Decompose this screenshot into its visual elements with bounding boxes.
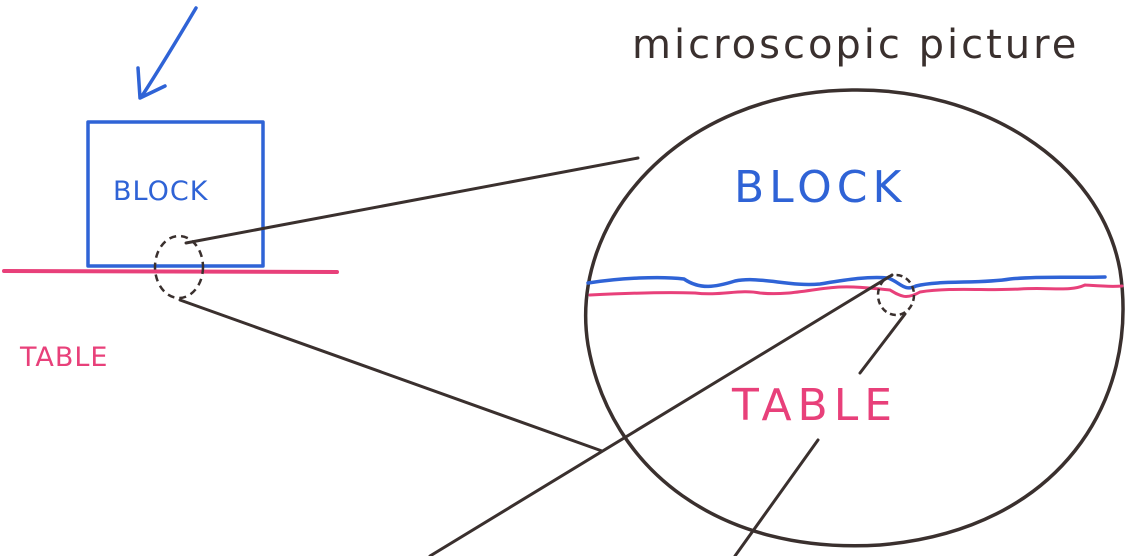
micro-contact-circle bbox=[876, 273, 916, 317]
block-small-rect bbox=[86, 120, 265, 268]
table-surface-line bbox=[2, 269, 339, 274]
table-large-label: TABLE bbox=[731, 380, 898, 431]
block-rough-surface bbox=[586, 275, 1107, 290]
table-small-label: TABLE bbox=[19, 342, 109, 373]
microscope-view-circle bbox=[584, 88, 1125, 548]
diagram-title: microscopic picture bbox=[632, 22, 1079, 68]
contact-magnifier-circle bbox=[153, 234, 205, 300]
force-arrow-icon bbox=[136, 6, 198, 100]
magnify-connector-lines bbox=[178, 156, 640, 453]
table-rough-surface bbox=[588, 283, 1124, 298]
block-large-label: BLOCK bbox=[734, 162, 906, 213]
block-small-label: BLOCK bbox=[113, 176, 209, 207]
pointer-lines bbox=[428, 273, 907, 556]
